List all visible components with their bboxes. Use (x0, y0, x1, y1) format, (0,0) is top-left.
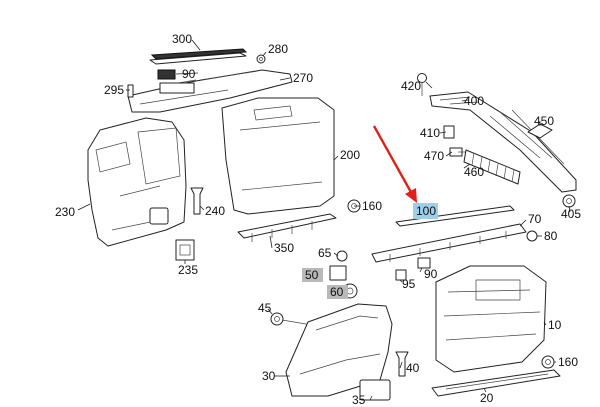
highlight-100 (413, 203, 438, 219)
part-300-trim-strip[interactable] (149, 48, 248, 65)
callout-10: 10 (548, 318, 562, 332)
callout-95: 95 (402, 277, 416, 291)
callout-280: 280 (268, 42, 288, 56)
callout-70: 70 (528, 212, 542, 226)
callout-160-upper: 160 (362, 199, 382, 213)
part-350-rail[interactable] (237, 213, 337, 242)
part-90-bracket-lower[interactable] (417, 257, 431, 269)
callout-65: 65 (318, 246, 332, 260)
callout-400: 400 (464, 94, 484, 108)
part-90-bracket-upper[interactable] (157, 69, 195, 94)
callout-410: 410 (420, 126, 440, 140)
part-45-grommet[interactable] (270, 312, 331, 329)
callout-45: 45 (258, 301, 272, 315)
callout-230: 230 (55, 205, 75, 219)
part-400-sill-cover[interactable] (429, 91, 577, 193)
part-80-clip[interactable] (526, 230, 538, 242)
part-235-clip[interactable] (175, 239, 195, 261)
part-95-clip[interactable] (395, 269, 407, 281)
callout-90-lower: 90 (424, 267, 438, 281)
callout-160-lower: 160 (558, 355, 578, 369)
part-240-screw[interactable] (190, 187, 204, 215)
callout-350: 350 (274, 241, 294, 255)
callout-470: 470 (424, 149, 444, 163)
callout-labels: 300 280 270 90 295 230 200 240 235 350 1… (55, 32, 581, 407)
red-arrow-icon (372, 125, 417, 203)
callout-80: 80 (544, 229, 558, 243)
part-70-mounting-rail[interactable] (371, 223, 527, 263)
callout-20: 20 (480, 391, 494, 405)
part-420-screw[interactable] (417, 73, 427, 97)
part-20-side-box[interactable] (285, 303, 393, 401)
callout-40: 40 (406, 361, 420, 375)
callout-420: 420 (401, 79, 421, 93)
highlight-60 (327, 285, 348, 299)
part-200-rear-panel[interactable] (221, 97, 335, 215)
part-20-bottom-strip[interactable] (431, 369, 561, 397)
callout-60: 60 (330, 285, 344, 299)
part-280-clip[interactable] (256, 54, 266, 64)
callout-450: 450 (534, 114, 554, 128)
callout-200: 200 (340, 148, 360, 162)
callout-240: 240 (205, 204, 225, 218)
part-295-pin[interactable] (127, 84, 134, 98)
callout-295: 295 (104, 83, 124, 97)
part-65-pin[interactable] (336, 250, 348, 262)
callout-300: 300 (172, 32, 192, 46)
part-50-block[interactable] (329, 265, 347, 281)
part-100-trim-strip[interactable] (395, 205, 515, 227)
callout-235: 235 (178, 263, 198, 277)
callout-50: 50 (305, 268, 319, 282)
highlight-50 (302, 268, 323, 282)
callout-100: 100 (416, 204, 436, 218)
callout-405: 405 (561, 207, 581, 221)
callout-460: 460 (464, 165, 484, 179)
part-405-nut[interactable] (562, 194, 576, 208)
callout-270: 270 (293, 71, 313, 85)
callout-90-upper: 90 (182, 67, 196, 81)
part-40-screw[interactable] (395, 351, 409, 377)
part-230-side-panel[interactable] (87, 117, 187, 247)
part-450-clip[interactable] (527, 123, 553, 139)
callout-35: 35 (352, 393, 366, 407)
part-460-grille[interactable] (463, 149, 521, 185)
callout-30: 30 (262, 369, 276, 383)
part-270-upper-cover[interactable] (127, 69, 293, 113)
part-160-nut-lower[interactable] (541, 355, 555, 369)
part-10-storage-well[interactable] (435, 265, 547, 373)
